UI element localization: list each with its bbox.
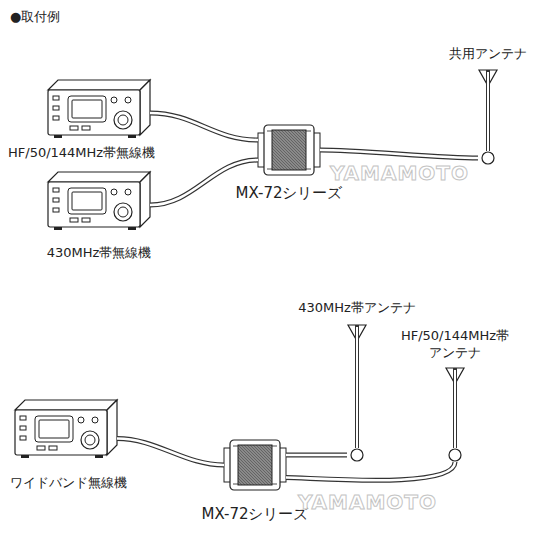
device-label: HF/50/144MHz帯無線機 — [8, 145, 155, 162]
duplexer: MX-72シリーズ — [258, 125, 320, 175]
radio-unit: HF/50/144MHz帯無線機 — [48, 80, 150, 135]
cable-core — [286, 462, 455, 480]
cable-outline — [117, 439, 224, 466]
radio-unit: 430MHz帯無線機 — [48, 172, 150, 227]
device-label: 430MHz帯アンテナ — [298, 300, 416, 317]
antenna: 430MHz帯アンテナ — [347, 325, 367, 462]
cable-outline — [286, 453, 347, 458]
cable-core — [117, 439, 224, 466]
device-label: 共用アンテナ — [449, 46, 527, 63]
antenna: HF/50/144MHz帯 アンテナ — [445, 368, 465, 462]
cable-core — [320, 150, 478, 158]
device-label: 430MHz帯無線機 — [47, 245, 152, 262]
coax-cable — [320, 150, 478, 158]
cable-outline — [320, 150, 478, 158]
antenna: 共用アンテナ — [478, 70, 498, 166]
watermark: YAMAMOTO — [298, 490, 437, 514]
coax-cable — [150, 113, 258, 140]
cable-outline — [150, 113, 258, 140]
device-label: ワイドバンド無線機 — [10, 475, 127, 492]
coax-cable — [286, 455, 347, 456]
device-label: MX-72シリーズ — [202, 505, 309, 525]
cable-core — [286, 454, 347, 457]
duplexer: MX-72シリーズ — [224, 440, 286, 490]
diagram-title: ●取付例 — [10, 8, 60, 26]
coax-cable — [117, 439, 224, 466]
device-label: MX-72シリーズ — [236, 184, 343, 204]
watermark: YAMAMOTO — [330, 161, 469, 185]
cable-core — [150, 113, 258, 140]
device-label: HF/50/144MHz帯 アンテナ — [399, 328, 511, 362]
cable-outline — [286, 462, 455, 480]
radio-unit: ワイドバンド無線機 — [15, 400, 117, 455]
coax-cable — [286, 462, 455, 480]
